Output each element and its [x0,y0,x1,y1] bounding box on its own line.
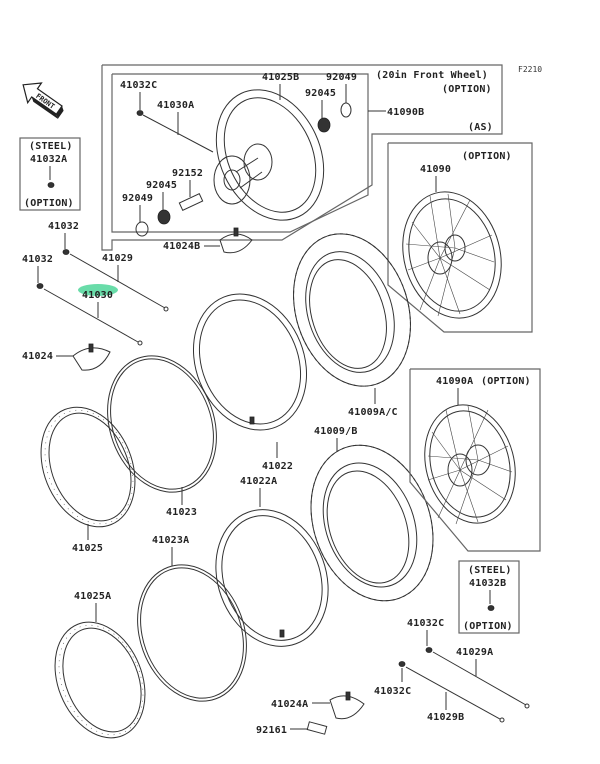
spoke-nipple-icon [62,249,70,255]
label-92045-left: 92045 [146,180,177,191]
label-41090: 41090 [420,164,451,175]
front-direction-arrow-icon: FRONT [22,82,64,119]
highlight-marker [78,284,118,296]
label-41025B: 41025B [262,72,299,83]
box-steel-41032A: (STEEL) 41032A (OPTION) [19,137,81,211]
spoke-icon [69,253,166,309]
label-41032B: 41032B [469,578,506,589]
spoke-nipple-icon [136,110,144,116]
box-note: (OPTION) [463,621,513,632]
label-41029: 41029 [102,253,133,264]
label-92161: 92161 [256,725,287,736]
tube-41022: 41022 [192,293,308,472]
box-title: (STEEL) [29,141,73,152]
seal-icon [340,102,352,118]
label-41029A: 41029A [456,647,493,658]
part-group-top: 41032C 41030A 41025B 92045 92049 92152 [120,72,357,254]
part-group-41024: 41024 [22,343,111,371]
part-group-41024A: 41024A 92161 [256,691,365,736]
label-41023: 41023 [166,507,197,518]
box-title: (20in Front Wheel) [376,69,488,81]
box-note: (OPTION) [24,198,74,209]
tire-41009B: 41009/B [310,426,434,602]
box-title: (STEEL) [468,565,512,576]
box-note: (OPTION) [442,84,492,95]
rim-lock-icon [219,227,253,254]
rim-lock-icon [72,347,111,371]
spoke-icon [43,288,139,343]
seal-icon [135,221,149,237]
rim-41025A: 41025A [54,591,146,739]
spoke-nipple-icon [36,283,44,289]
label-41090A: 41090A [436,376,473,387]
label-41022A: 41022A [240,476,277,487]
part-group-spokes-right: 41032C 41029A 41032C 41029B [374,618,530,723]
spoke-nipple-icon [425,647,433,653]
part-group-spokes-left: 41032 41032 41029 41030 [22,221,169,346]
bearing-icon [317,117,331,133]
label-41032-b: 41032 [22,254,53,265]
label-41090B: 41090B [387,107,424,118]
hub-icon [213,143,273,205]
rim-band-41023: 41023 [107,355,217,518]
box-assembly: (AS) [468,122,493,133]
figure-code: F2210 [518,65,542,74]
label-41032C-r2: 41032C [374,686,411,697]
label-41022: 41022 [262,461,293,472]
spoke-icon [142,114,214,153]
label-92152: 92152 [172,168,203,179]
label-41009AC: 41009A/C [348,407,398,418]
box-note: (OPTION) [481,376,531,387]
tube-41022A: 41022A [215,476,329,647]
washer-icon [306,721,328,735]
spoked-wheel-icon [402,191,502,319]
label-41032C-r1: 41032C [407,618,444,629]
box-option-41090A: 41090A (OPTION) [409,368,541,552]
box-option-41090: (OPTION) 41090 [387,142,533,333]
label-41032A: 41032A [30,154,67,165]
label-41025A: 41025A [74,591,111,602]
tire-41009AC: 41009A/C [293,233,411,418]
box-note: (OPTION) [462,151,512,162]
spoke-nipple-icon [47,182,55,188]
label-41024: 41024 [22,351,53,362]
label-41024A: 41024A [271,699,308,710]
label-41024B: 41024B [163,241,200,252]
spoke-icon [405,666,501,720]
spoke-nipple-icon [398,661,406,667]
rim-band-41023A: 41023A [137,535,247,702]
label-41032-a: 41032 [48,221,79,232]
label-92045-top: 92045 [305,88,336,99]
box-steel-41032B: (STEEL) 41032B (OPTION) [458,560,520,634]
label-41032C-top: 41032C [120,80,157,91]
label-41025: 41025 [72,543,103,554]
bearing-icon [157,209,171,225]
label-92049-top: 92049 [326,72,357,83]
label-41030A: 41030A [157,100,194,111]
box-20in-front-wheel: (20in Front Wheel) (OPTION) (AS) 41090B [101,64,503,251]
label-41029B: 41029B [427,712,464,723]
collar-icon [178,193,204,211]
spoke-icon [432,651,527,706]
spoked-wheel-icon [424,404,516,525]
spoke-nipple-icon [487,605,495,611]
rim-41025: 41025 [40,406,136,554]
label-41009B: 41009/B [314,426,358,437]
label-41023A: 41023A [152,535,189,546]
rim-lock-icon [329,695,365,720]
label-92049-left: 92049 [122,193,153,204]
label-41030: 41030 [82,290,113,301]
